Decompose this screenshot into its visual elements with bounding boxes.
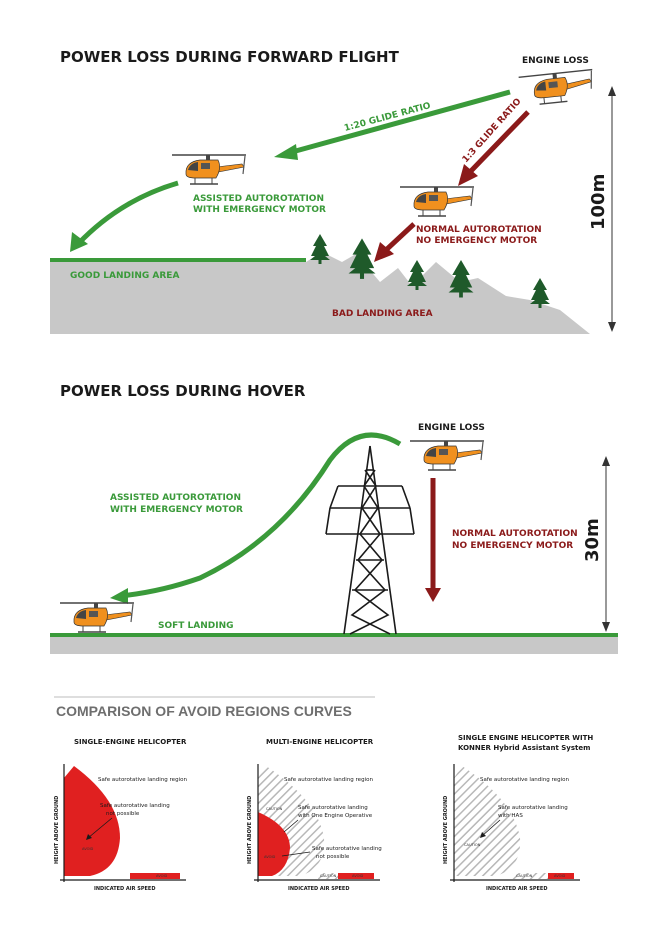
panel2-caution2: CAUTION (320, 874, 337, 878)
good-landing-ground (50, 262, 306, 334)
helicopter-icon (59, 602, 135, 633)
panel3-pointer (481, 819, 501, 837)
hover-ground (50, 636, 618, 654)
panel2-safe: Safe autorotative landing region (284, 777, 373, 783)
hover-normal-label-2: NO EMERGENCY MOTOR (452, 541, 573, 551)
panel1-avoid2: AVOID (156, 874, 168, 878)
hover-normal-arrowhead (425, 588, 441, 602)
panel3-caution2: CAUTION (516, 874, 533, 878)
panel2-avoid-strip (338, 873, 374, 879)
hover-assisted-label-1: ASSISTED AUTOROTATION (110, 493, 241, 503)
comparison-title: COMPARISON OF AVOID REGIONS CURVES (56, 703, 352, 719)
helicopter-icon (171, 154, 247, 185)
glide-3-label: 1:3 GLIDE RATIO (461, 97, 524, 165)
panel-single-engine: SINGLE-ENGINE HELICOPTER Safe autorotati… (54, 738, 187, 892)
panel3-y-label: HEIGHT ABOVE GROUND (443, 796, 449, 864)
panel3-avoid2: AVOID (554, 874, 566, 878)
panel3-caution: CAUTION (464, 843, 481, 847)
height-30m: 30m (582, 518, 603, 562)
panel-has: SINGLE ENGINE HELICOPTER WITH KONNER Hyb… (443, 734, 593, 892)
panel2-avoid-region (258, 812, 290, 876)
helicopter-icon (399, 186, 475, 217)
panel3-x-label: INDICATED AIR SPEED (486, 886, 548, 892)
engine-loss-label: ENGINE LOSS (522, 56, 589, 66)
panel-multi-engine: MULTI-ENGINE HELICOPTER Safe autorotativ… (247, 738, 382, 892)
panel2-y-label: HEIGHT ABOVE GROUND (247, 796, 253, 864)
panel3-title-2: KONNER Hybrid Assistant System (458, 744, 590, 752)
panel1-pointer-head (86, 834, 92, 840)
glide-3-path (468, 110, 530, 174)
helicopter-icon (517, 68, 596, 107)
panel1-note-1: Safe autorotative landing (100, 803, 170, 809)
hover-title: POWER LOSS DURING HOVER (60, 382, 306, 400)
panel1-avoid: AVOID (82, 847, 94, 851)
panel3-safe: Safe autorotative landing region (480, 777, 569, 783)
panel1-title: SINGLE-ENGINE HELICOPTER (74, 738, 187, 746)
glide-3-arrowhead (458, 164, 478, 186)
panel2-title: MULTI-ENGINE HELICOPTER (266, 738, 374, 746)
good-landing-label: GOOD LANDING AREA (70, 271, 179, 281)
assisted-descent-path (76, 180, 179, 246)
hover-normal-label-1: NORMAL AUTOROTATION (452, 529, 578, 539)
panel2-note-1: Safe autorotative landing (298, 805, 368, 811)
panel3-title-1: SINGLE ENGINE HELICOPTER WITH (458, 734, 593, 742)
assisted-descent-arrowhead (70, 232, 88, 252)
panel3-pointer-head (480, 832, 486, 838)
glide-20-arrowhead (274, 144, 298, 160)
height-100m: 100m (588, 174, 609, 230)
panel1-avoid-region (64, 766, 120, 876)
hover-assisted-label-2: WITH EMERGENCY MOTOR (110, 505, 243, 515)
panel2-avoid: AVOID (264, 855, 276, 859)
hover-engine-loss-label: ENGINE LOSS (418, 423, 485, 433)
panel3-note-1: Safe autorotative landing (498, 805, 568, 811)
mountain-terrain (300, 252, 590, 334)
height30-arrow-bottom (602, 622, 610, 632)
panel1-y-label: HEIGHT ABOVE GROUND (54, 796, 60, 864)
panel2-caution-strip (318, 873, 338, 879)
soft-landing-label: SOFT LANDING (158, 621, 234, 631)
panel1-x-label: INDICATED AIR SPEED (94, 886, 156, 892)
helicopter-icon (409, 440, 485, 471)
glide-20-path (291, 89, 511, 155)
normal-label-1: NORMAL AUTOROTATION (416, 225, 542, 235)
assisted-label-1: ASSISTED AUTOROTATION (193, 194, 324, 204)
panel1-avoid-strip (130, 873, 180, 879)
tree-icon (310, 234, 330, 264)
panel1-pointer (87, 817, 113, 839)
panel2-pointer (283, 819, 299, 833)
panel2-note2-1: Safe autorotative landing (312, 846, 382, 852)
power-pylon-icon (325, 445, 415, 635)
panel3-caution-strip (512, 873, 548, 879)
panel2-x-label: INDICATED AIR SPEED (288, 886, 350, 892)
panel2-caution: CAUTION (266, 807, 283, 811)
panel2-note-2: with One Engine Operative (298, 813, 373, 819)
panel3-avoid-strip (548, 873, 574, 879)
normal-descent-arrowhead (374, 242, 394, 262)
height30-arrow-top (602, 456, 610, 466)
panel2-avoid2: AVOID (352, 874, 364, 878)
height-arrow-bottom (608, 322, 616, 332)
tree-icon (530, 278, 550, 308)
normal-descent-path (384, 222, 416, 252)
hover-assisted-path (119, 432, 402, 599)
forward-flight-title: POWER LOSS DURING FORWARD FLIGHT (60, 48, 400, 66)
panel1-note-2: not possible (106, 811, 140, 817)
panel2-pointer2 (281, 851, 311, 857)
panel3-note-2: with HAS (498, 813, 523, 819)
normal-label-2: NO EMERGENCY MOTOR (416, 236, 537, 246)
panel2-note2-2: not possible (316, 854, 350, 860)
panel1-safe: Safe autorotative landing region (98, 777, 187, 783)
hover-assisted-arrowhead (110, 588, 128, 604)
height-arrow-top (608, 86, 616, 96)
panel3-caution-region (454, 766, 521, 876)
bad-landing-label: BAD LANDING AREA (332, 309, 433, 319)
assisted-label-2: WITH EMERGENCY MOTOR (193, 205, 326, 215)
